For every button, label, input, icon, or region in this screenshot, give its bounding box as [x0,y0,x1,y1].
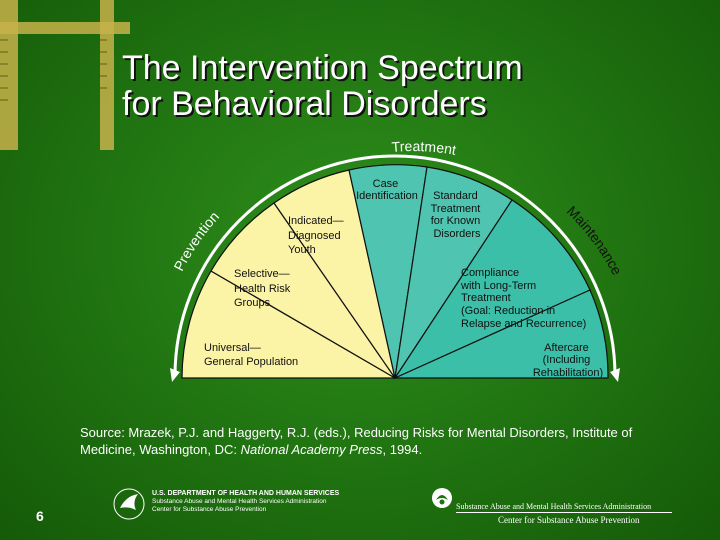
title-line-2: for Behavioral Disorders [122,85,487,123]
label-case-identification: Case Identification [356,178,418,202]
csap-name: Center for Substance Abuse Prevention [498,515,640,525]
page-title: The Intervention Spectrum for Behavioral… [122,50,682,122]
source-citation: Source: Mrazek, P.J. and Haggerty, R.J. … [80,424,690,458]
source-publisher: National Academy Press [240,442,383,457]
right-arrowhead [610,368,620,382]
title-line-1: The Intervention Spectrum [122,49,523,87]
label-selective: Selective— Health Risk Groups [234,268,293,309]
left-arrowhead [170,368,180,382]
samhsa-emblem-icon [432,488,452,508]
samhsa-name: Substance Abuse and Mental Health Servic… [456,502,652,511]
source-year: , 1994. [382,442,423,457]
prevention-arc-label: Prevention [170,208,222,273]
sector-aftercare [394,289,609,379]
hhs-line-1: U.S. DEPARTMENT OF HEALTH AND HUMAN SERV… [152,490,340,497]
treatment-arc-label: Treatment [391,138,458,158]
label-compliance: Compliance with Long-Term Treatment (Goa… [460,267,586,330]
label-indicated: Indicated— Diagnosed Youth [288,215,347,256]
page-number: 6 [36,508,44,524]
hhs-eagle-icon [113,488,145,520]
label-standard-treatment: Standard Treatment for Known Disorders [431,190,484,240]
source-text: Source: Mrazek, P.J. and Haggerty, R.J. … [80,425,633,457]
label-universal: Universal— General Population [204,342,298,368]
samhsa-divider [456,512,672,513]
hhs-line-2: Substance Abuse and Mental Health Servic… [152,498,327,505]
hhs-logo-block: U.S. DEPARTMENT OF HEALTH AND HUMAN SERV… [112,486,362,526]
sector-universal [181,270,398,379]
samhsa-logo-block: Substance Abuse and Mental Health Servic… [428,486,688,530]
ruler-decoration [0,0,130,150]
hhs-line-3: Center for Substance Abuse Prevention [152,506,267,513]
label-aftercare: Aftercare (Including Rehabilitation) [533,342,603,379]
sector-compliance [393,199,591,380]
outer-arc [170,154,620,382]
